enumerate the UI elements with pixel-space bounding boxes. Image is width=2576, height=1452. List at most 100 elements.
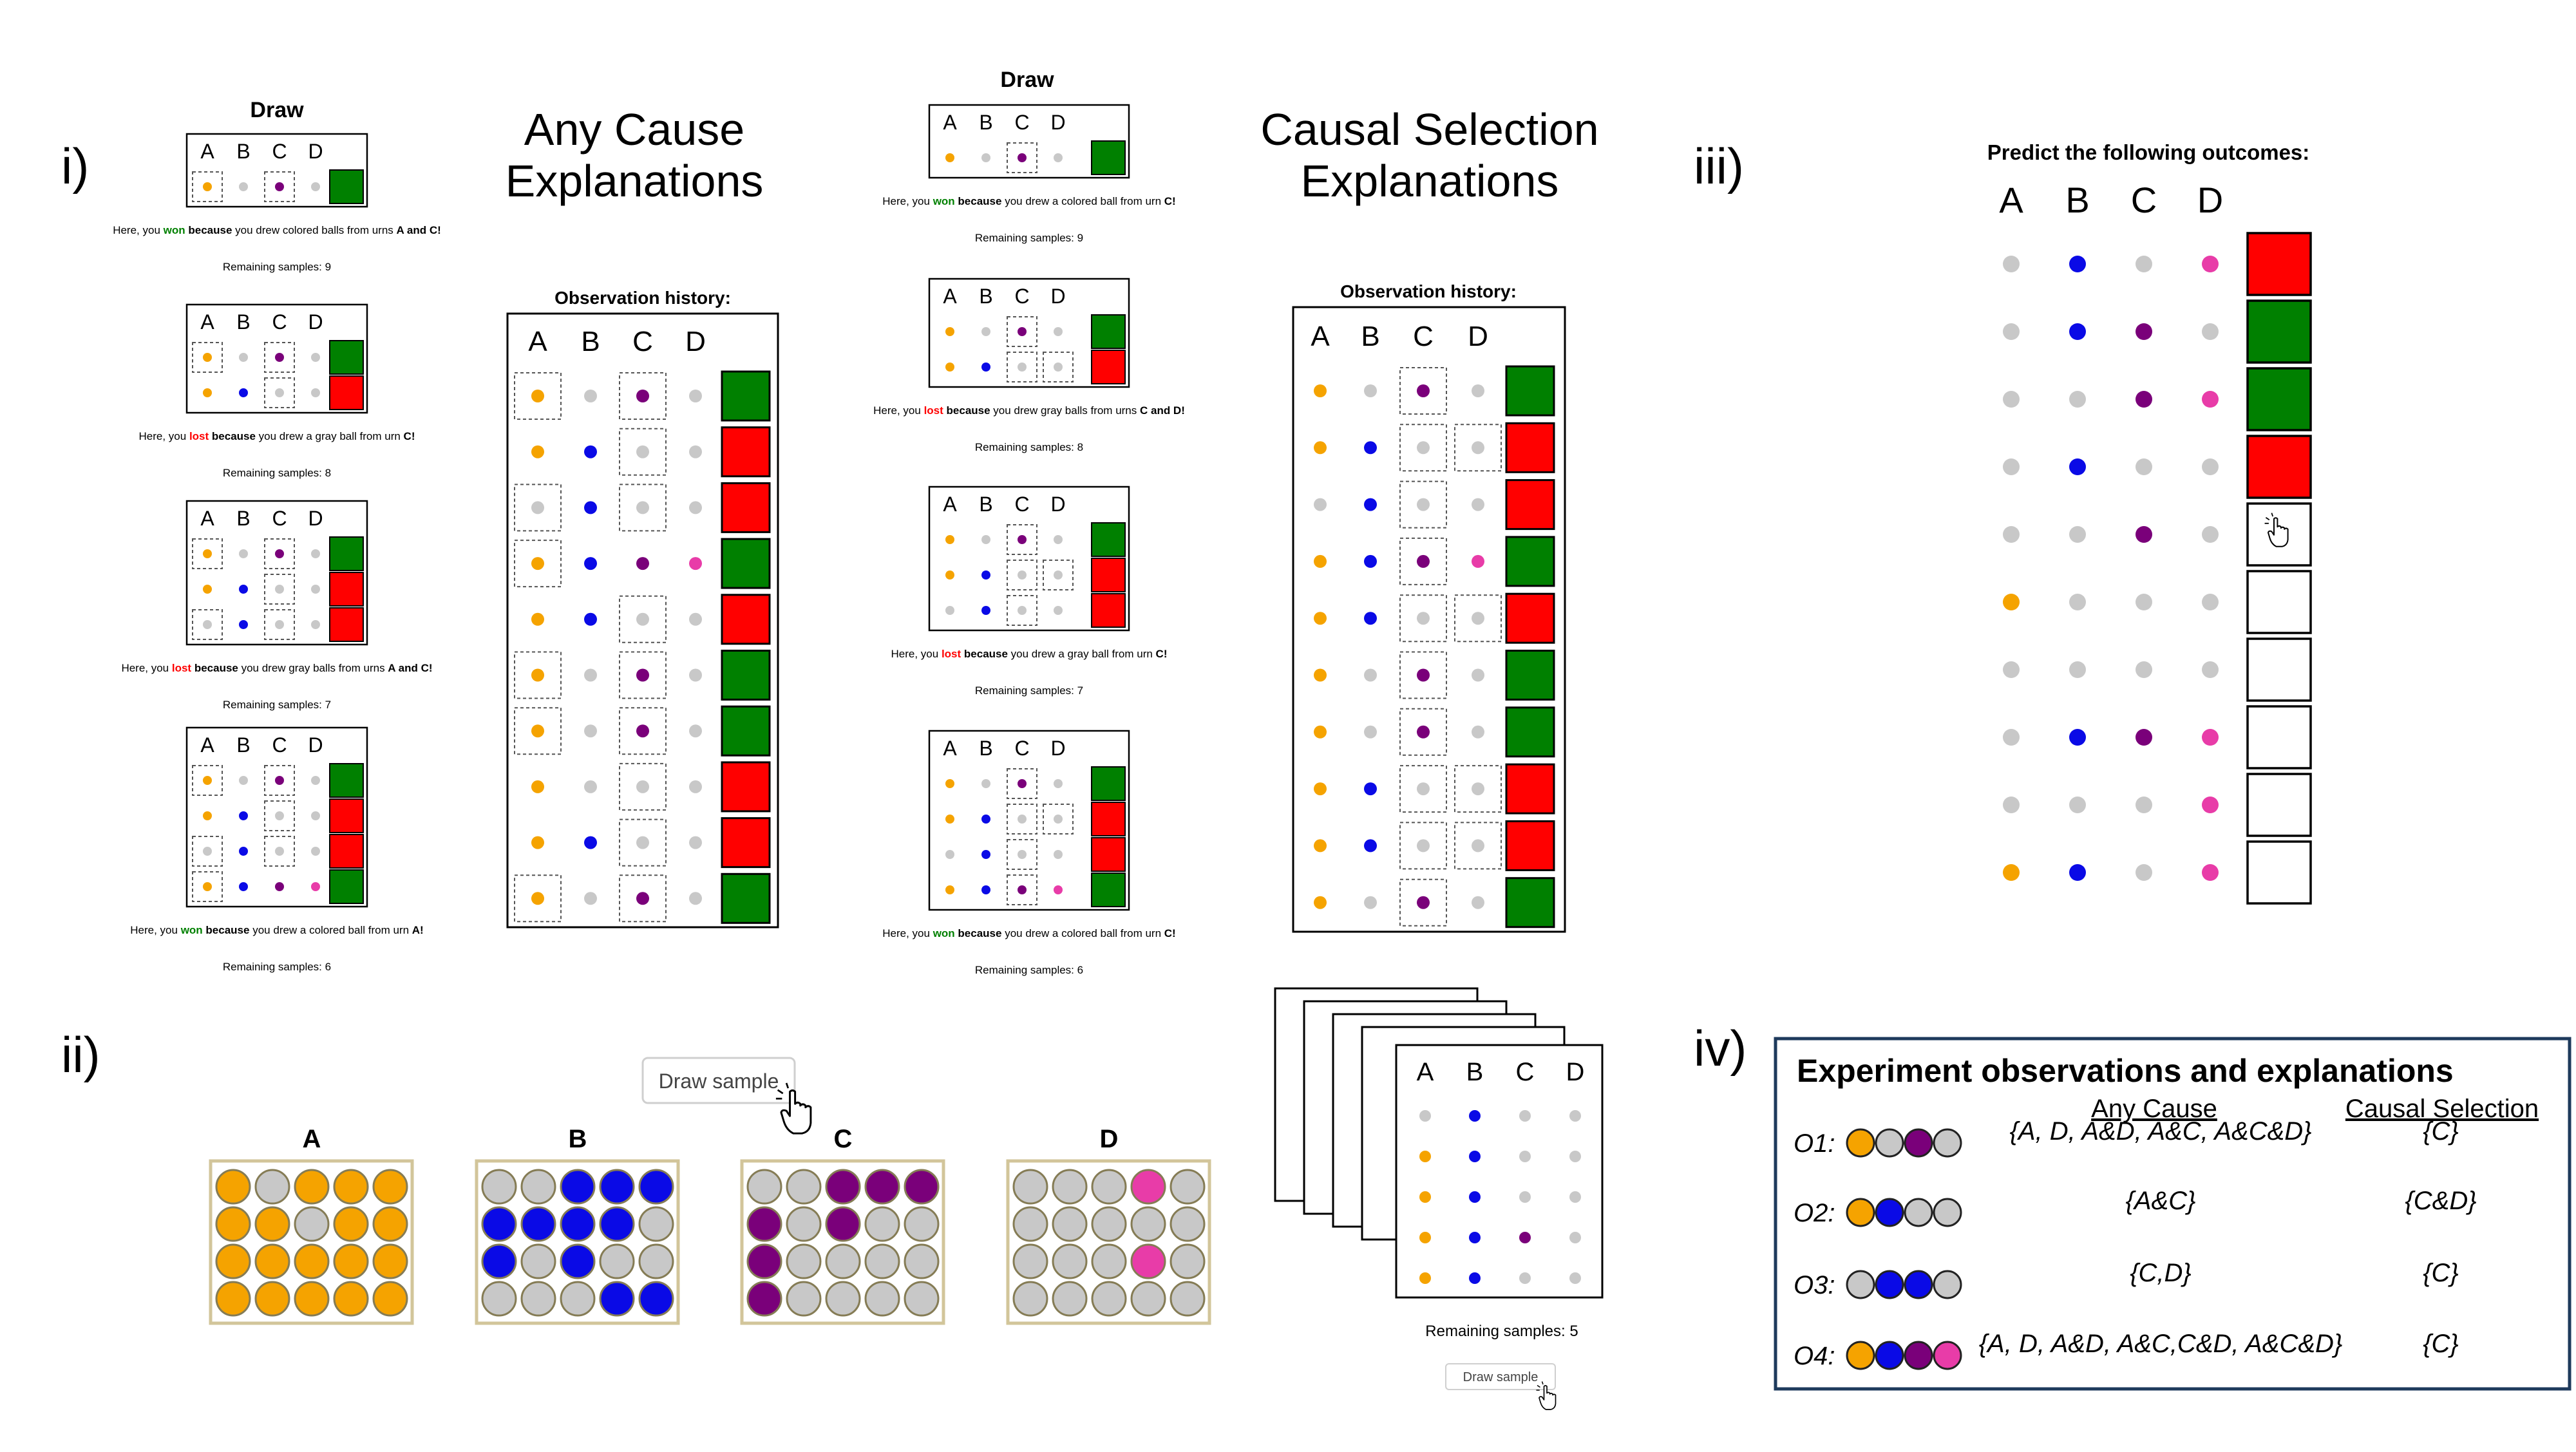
gray-ball — [1054, 570, 1063, 580]
gray-urn-ball — [1012, 1281, 1048, 1317]
gray-urn-ball — [864, 1281, 900, 1317]
gray-urn-ball — [1012, 1206, 1048, 1242]
explanation-body: you drew a gray ball from urn — [256, 430, 404, 442]
gray-ball — [1364, 725, 1377, 739]
gray-ball — [636, 501, 649, 514]
explanation-highlight-box — [1043, 804, 1074, 834]
explanation-highlight-box — [514, 707, 562, 755]
gray-urn-ball — [864, 1206, 900, 1242]
explanation-highlight-box — [1454, 822, 1502, 870]
explanation-highlight-box — [1007, 316, 1037, 347]
explanation-highlight-box — [1007, 142, 1037, 173]
blue-urn-ball — [599, 1206, 635, 1242]
gray-ball — [203, 847, 212, 856]
explanation-highlight-box — [1007, 874, 1037, 905]
section-label-iii: iii) — [1694, 138, 1744, 194]
blue-urn-ball — [560, 1169, 596, 1205]
explanation-highlight-box — [1399, 367, 1447, 415]
gray-urn-ball — [1091, 1281, 1127, 1317]
gray-urn-ball — [1170, 1169, 1206, 1205]
outcome-square-win-green — [1505, 706, 1555, 758]
pink-ball — [2202, 391, 2219, 408]
gray-ball — [636, 780, 649, 793]
gray-ball — [275, 388, 284, 397]
blue-ball — [239, 620, 248, 629]
gray-ball — [1364, 668, 1377, 682]
gray-ball — [1569, 1151, 1581, 1162]
gray-ball — [1419, 1110, 1431, 1122]
gray-ball — [2003, 526, 2020, 543]
gray-ball — [1472, 384, 1484, 397]
gray-ball — [239, 776, 248, 785]
draw-sample-button-small[interactable]: Draw sample — [1445, 1363, 1556, 1390]
outcome-square-loss-red — [1505, 422, 1555, 473]
explanation-highlight-box — [1399, 537, 1447, 585]
draw-explanation-text: Here, you lost because you drew gray bal… — [121, 662, 432, 674]
gray-urn-ball — [864, 1243, 900, 1279]
explanation-highlight-box — [264, 836, 295, 867]
outcome-square-loss-red — [721, 817, 771, 869]
blue-urn-ball — [599, 1281, 635, 1317]
any-cause-explanations: {A&C} — [2126, 1187, 2196, 1215]
blue-ball — [239, 847, 248, 856]
gray-ball — [2003, 458, 2020, 475]
gray-ball — [203, 620, 212, 629]
orange-urn-ball — [215, 1206, 251, 1242]
draw-sample-button[interactable]: Draw sample — [641, 1057, 796, 1104]
prediction-input-square[interactable] — [2246, 773, 2312, 837]
orange-ball — [1314, 782, 1327, 796]
gray-urn-ball — [1170, 1243, 1206, 1279]
gray-ball — [2202, 458, 2219, 475]
gray-ball — [689, 390, 702, 402]
gray-ball — [1364, 896, 1377, 909]
purple-ball — [636, 557, 649, 570]
column-header: C — [1014, 111, 1029, 134]
outcome-square-loss-red — [721, 426, 771, 478]
prediction-input-square[interactable] — [2246, 637, 2312, 702]
gray-urn-ball — [599, 1243, 635, 1279]
gray-urn-ball — [1091, 1206, 1127, 1242]
gray-ball — [1018, 570, 1027, 580]
prediction-input-square[interactable] — [2246, 705, 2312, 769]
gray-ball — [2003, 797, 2020, 813]
column-header-any-cause: Any Cause — [2091, 1095, 2217, 1123]
prediction-input-square[interactable] — [2246, 570, 2312, 634]
orange-ball — [203, 549, 212, 558]
gray-ball — [584, 390, 597, 402]
gray-ball — [2136, 256, 2152, 272]
gray-ball — [689, 501, 702, 514]
causal-selection-explanations: {C&D} — [2405, 1187, 2476, 1215]
explanation-highlight-box — [1007, 839, 1037, 870]
explanation-highlight-box — [514, 484, 562, 532]
draw-explanation-text: Here, you won because you drew colored b… — [113, 224, 441, 236]
orange-ball — [531, 668, 544, 682]
gray-ball — [1054, 606, 1063, 615]
purple-ball — [2136, 526, 2152, 543]
any-cause-title-line2: Explanations — [506, 156, 764, 206]
gray-ball — [1417, 441, 1430, 455]
gray-ball — [1472, 839, 1484, 853]
outcome-square-win-green — [721, 538, 771, 589]
orange-urn-ball — [333, 1243, 369, 1279]
outcome-square-win-green — [1505, 365, 1555, 417]
cursor-click-line — [2265, 517, 2270, 521]
column-header: C — [632, 326, 653, 357]
orange-urn-ball — [215, 1281, 251, 1317]
blue-ball — [981, 815, 990, 824]
outcome-square-loss-red — [1091, 593, 1126, 628]
gray-urn-ball — [560, 1281, 596, 1317]
pink-ball — [311, 882, 320, 891]
gray-ball — [275, 811, 284, 820]
gray-ball — [2003, 391, 2020, 408]
column-header: A — [943, 111, 957, 134]
because-word: because — [955, 195, 1002, 207]
causal-selection-explanations: {C} — [2423, 1259, 2459, 1287]
column-header: A — [200, 310, 214, 334]
blue-ball — [1364, 782, 1377, 796]
explanation-highlight-box — [1399, 594, 1447, 643]
explanation-highlight-box — [192, 171, 223, 202]
explanation-highlight-box — [1454, 594, 1502, 643]
prediction-input-square[interactable] — [2246, 840, 2312, 905]
remaining-samples-text: Remaining samples: 6 — [975, 964, 1083, 976]
